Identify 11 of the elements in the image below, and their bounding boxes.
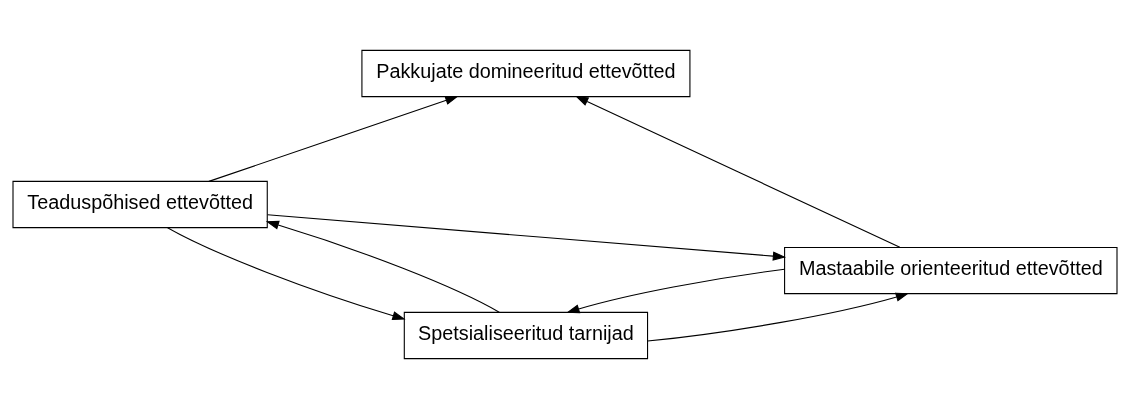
node-box: Mastaabile orienteeritud ettevõtted bbox=[784, 246, 1118, 295]
arrow bbox=[267, 214, 787, 261]
arrow bbox=[575, 96, 901, 248]
arrow bbox=[265, 220, 500, 313]
node-box: Spetsialiseeritud tarnijad bbox=[403, 311, 649, 360]
arrow bbox=[566, 268, 786, 314]
arrow bbox=[208, 96, 459, 182]
node-box: Teaduspõhised ettevõtted bbox=[12, 180, 268, 229]
arrow bbox=[167, 227, 406, 321]
arrow bbox=[647, 292, 909, 342]
node-box: Pakkujate domineeritud ettevõtted bbox=[361, 49, 691, 98]
